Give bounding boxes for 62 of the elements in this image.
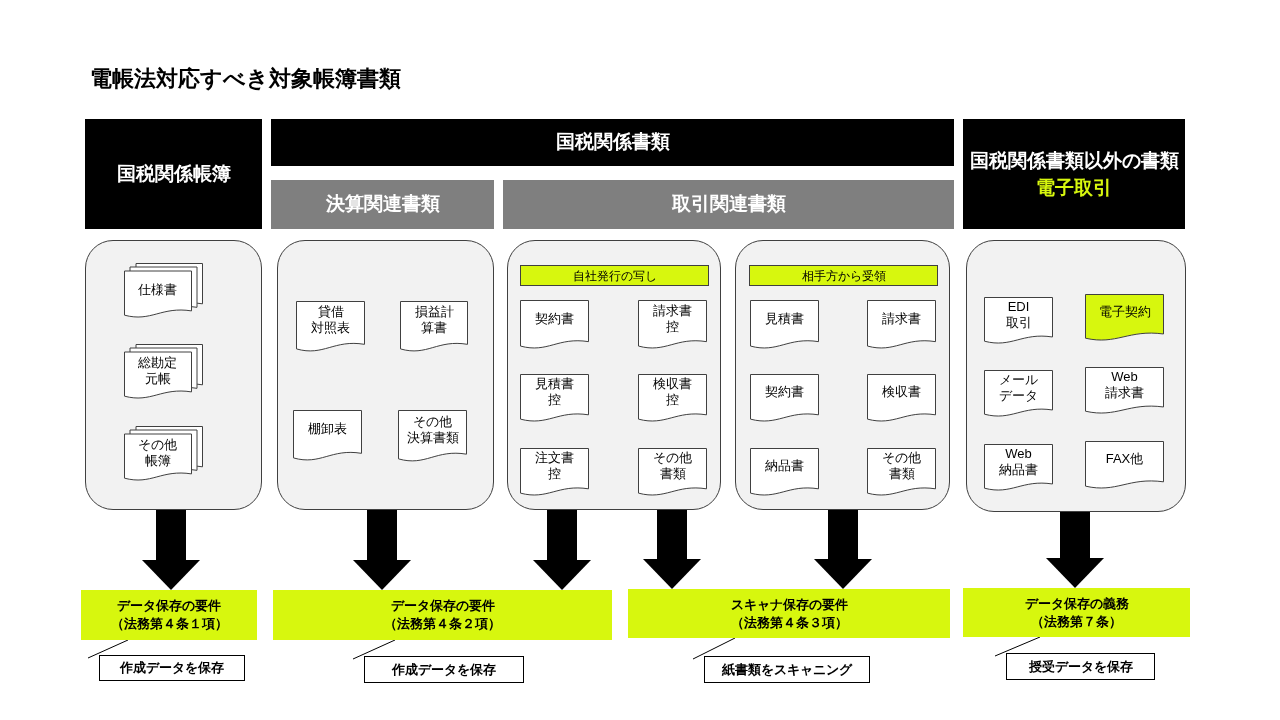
callout-box: 紙書類をスキャニング bbox=[704, 656, 870, 683]
callout-box: 作成データを保存 bbox=[99, 655, 245, 681]
group-panel bbox=[85, 240, 262, 510]
header-text: 国税関係書類以外の書類 bbox=[969, 149, 1179, 173]
document-label: 検収書控 bbox=[653, 376, 692, 409]
section-band: 相手方から受領 bbox=[749, 265, 938, 286]
document-label: 請求書控 bbox=[653, 302, 692, 335]
document-label: 棚卸表 bbox=[308, 421, 347, 438]
document-label: メールデータ bbox=[999, 371, 1038, 404]
callout-box: 授受データを保存 bbox=[1006, 653, 1155, 680]
requirement-box bbox=[81, 590, 257, 640]
block-arrow bbox=[1046, 512, 1104, 588]
requirement-box bbox=[963, 588, 1190, 637]
block-arrow bbox=[353, 510, 411, 590]
requirement-title: データ保存の義務 bbox=[1024, 594, 1129, 613]
document-label: その他決算書類 bbox=[406, 413, 459, 446]
document-label: 貸借対照表 bbox=[311, 304, 350, 337]
document-label: 総勘定元帳 bbox=[138, 355, 177, 388]
document-label: Web納品書 bbox=[999, 445, 1038, 478]
category-header: 決算関連書類 bbox=[271, 180, 494, 229]
document-label: 仕様書 bbox=[138, 282, 177, 299]
document-label: その他書類 bbox=[882, 450, 921, 483]
category-header bbox=[963, 119, 1185, 229]
article-reference: （法務第７条） bbox=[1031, 612, 1122, 631]
document-label: 注文書控 bbox=[535, 450, 574, 483]
requirement-title: スキャナ保存の要件 bbox=[730, 595, 848, 614]
document-label: 見積書控 bbox=[535, 376, 574, 409]
document-label: 見積書 bbox=[765, 310, 804, 327]
article-reference: （法務第４条３項） bbox=[730, 613, 848, 632]
document-label: 契約書 bbox=[535, 310, 574, 327]
highlight-text: 電子取引 bbox=[1036, 176, 1112, 200]
requirement-title: データ保存の要件 bbox=[390, 597, 495, 615]
document-label: FAX他 bbox=[1105, 451, 1144, 468]
document-label: 電子契約 bbox=[1098, 303, 1151, 320]
category-header: 国税関係帳簿 bbox=[85, 119, 262, 229]
document-label: Web請求書 bbox=[1105, 368, 1144, 401]
diagram-title: 電帳法対応すべき対象帳簿書類 bbox=[90, 65, 401, 93]
block-arrow bbox=[643, 510, 701, 589]
document-label: 検収書 bbox=[882, 384, 921, 401]
callout-box: 作成データを保存 bbox=[364, 656, 524, 683]
group-panel bbox=[966, 240, 1186, 512]
document-label: 損益計算書 bbox=[414, 304, 454, 337]
requirement-box bbox=[273, 590, 612, 640]
document-label: 納品書 bbox=[765, 458, 804, 475]
category-header: 国税関係書類 bbox=[271, 119, 954, 166]
block-arrow bbox=[533, 510, 591, 590]
category-header: 取引関連書類 bbox=[503, 180, 954, 229]
document-label: EDI取引 bbox=[1005, 298, 1032, 331]
block-arrow bbox=[814, 510, 872, 589]
article-reference: （法務第４条１項） bbox=[110, 615, 228, 633]
block-arrow bbox=[142, 510, 200, 590]
group-panel bbox=[507, 240, 721, 510]
requirement-box bbox=[628, 589, 950, 638]
group-panel bbox=[277, 240, 494, 510]
requirement-title: データ保存の要件 bbox=[117, 597, 221, 615]
group-panel bbox=[735, 240, 950, 510]
article-reference: （法務第４条２項） bbox=[384, 615, 501, 633]
document-label: その他書類 bbox=[653, 450, 692, 483]
document-label: その他帳簿 bbox=[138, 437, 177, 470]
document-label: 請求書 bbox=[882, 310, 921, 327]
document-label: 契約書 bbox=[765, 384, 804, 401]
section-band: 自社発行の写し bbox=[520, 265, 709, 286]
